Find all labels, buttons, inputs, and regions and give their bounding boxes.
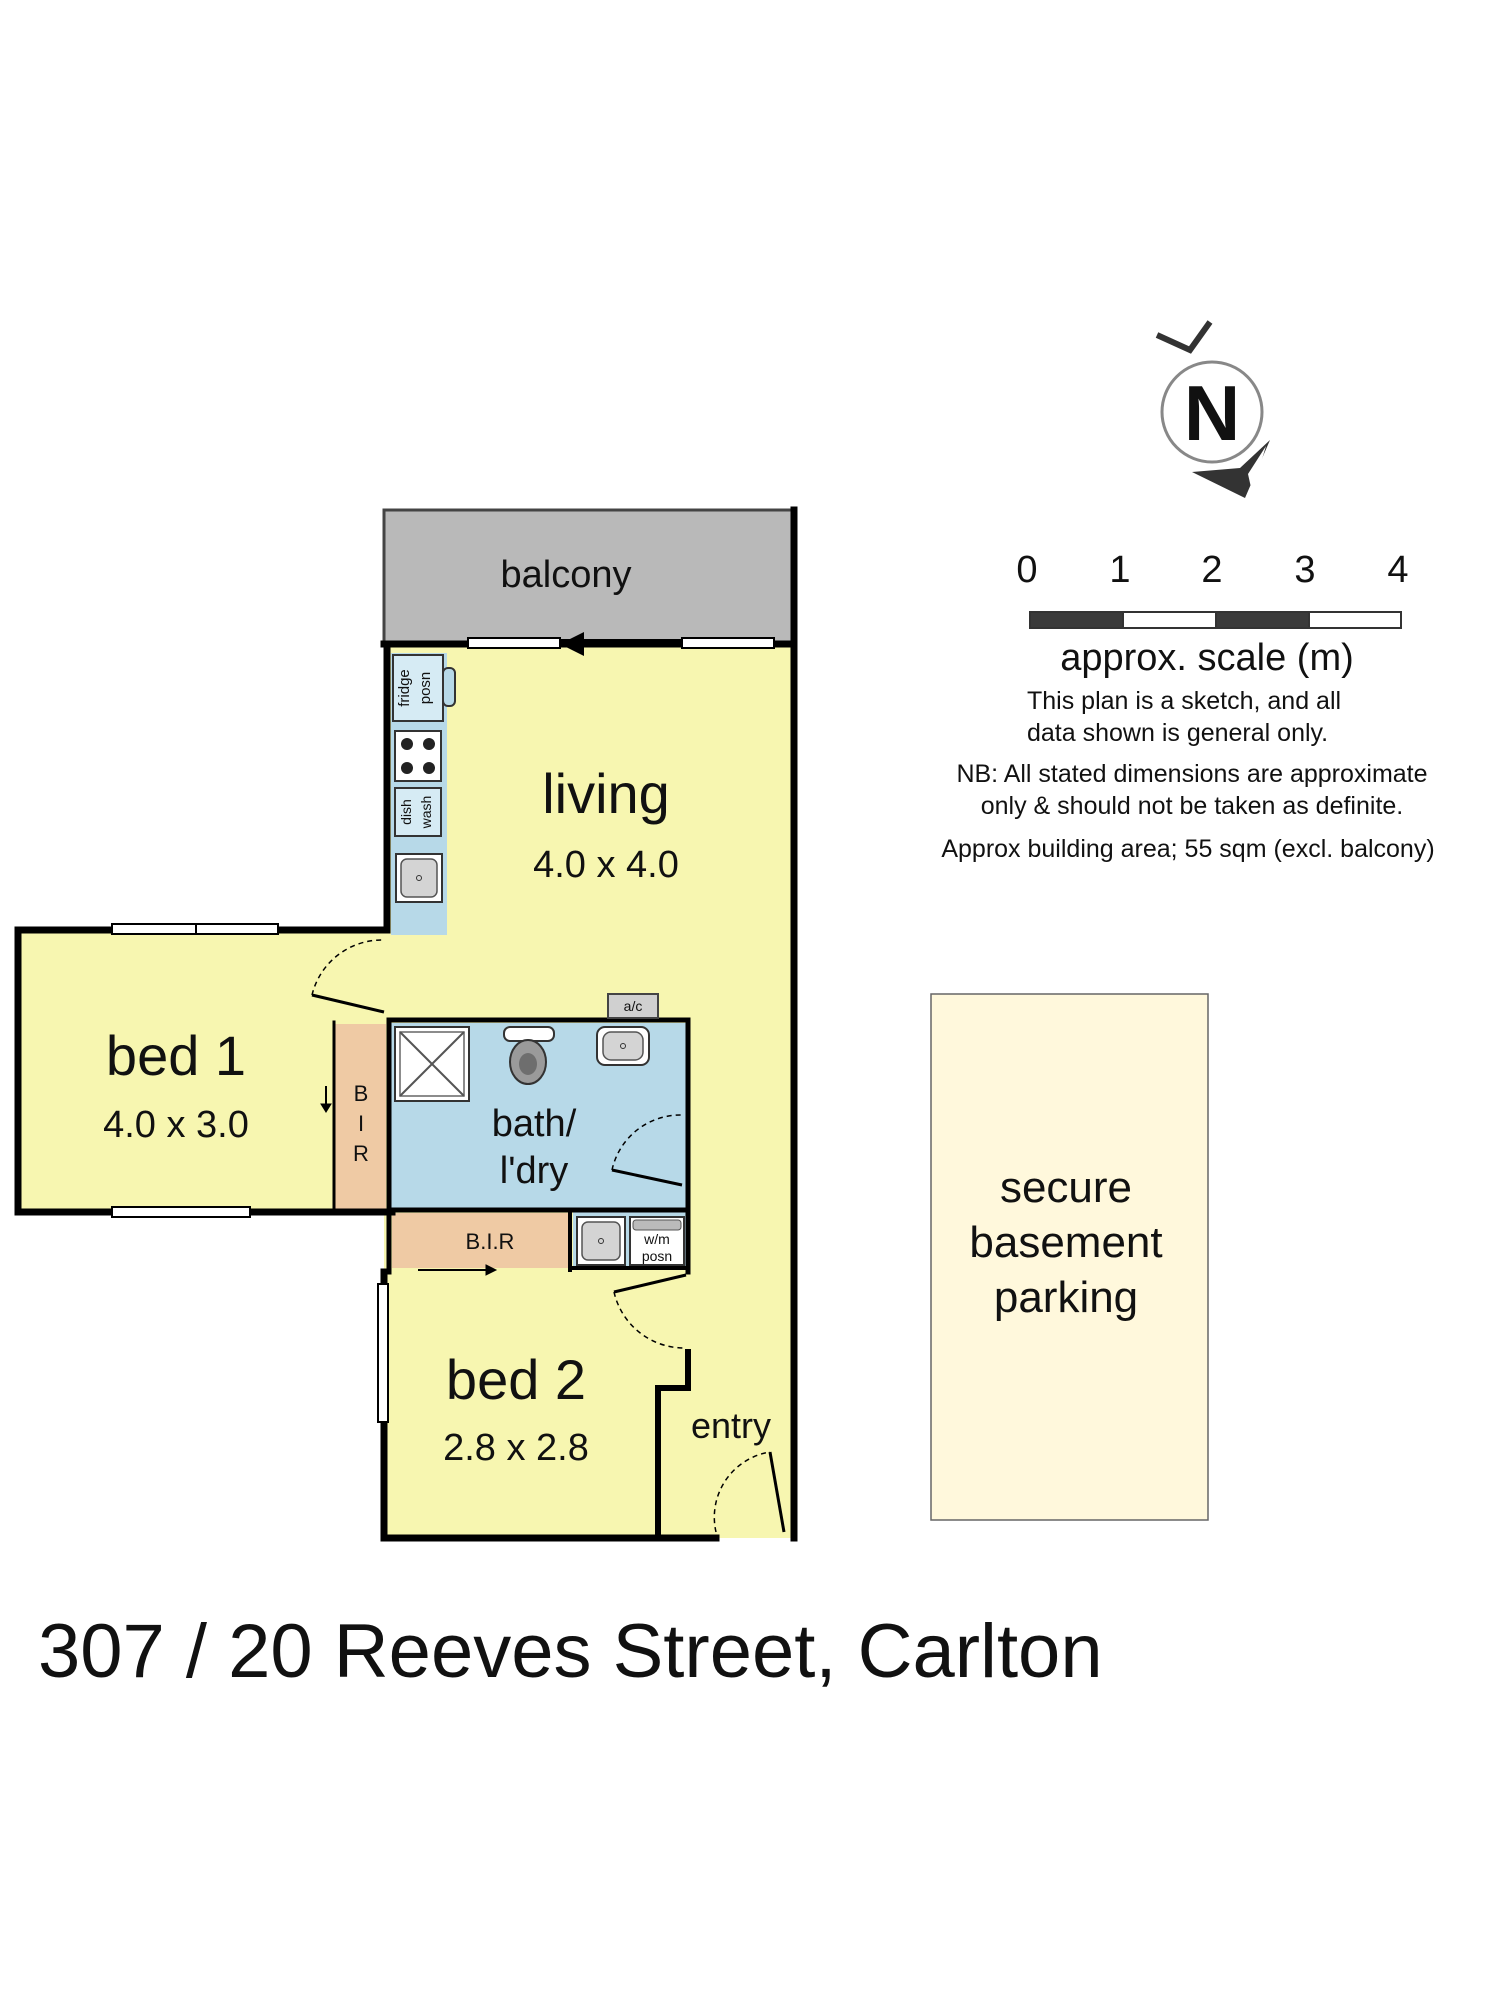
note-line-2: data shown is general only.: [1027, 719, 1328, 747]
bir-bed2-label: B.I.R: [466, 1229, 515, 1254]
parking-area: [930, 993, 1209, 1521]
shower-icon: [394, 1026, 470, 1102]
bath-label-2: l'dry: [500, 1150, 569, 1192]
scale-label: approx. scale (m): [1060, 637, 1354, 679]
scale-tick-3: 3: [1294, 549, 1315, 591]
bir-bed1-area: [334, 1024, 386, 1210]
bed2-label: bed 2: [446, 1348, 586, 1411]
entry-label: entry: [691, 1405, 771, 1446]
toilet-icon: [503, 1026, 555, 1085]
bir-bed2-area: [392, 1213, 570, 1268]
bed1-dims: 4.0 x 3.0: [103, 1104, 249, 1146]
living-dims: 4.0 x 4.0: [533, 844, 679, 886]
bed2-dims: 2.8 x 2.8: [443, 1427, 589, 1469]
building-area-note: Approx building area; 55 sqm (excl. balc…: [941, 835, 1434, 863]
doors: [311, 939, 786, 1533]
north-arrow-icon: N: [1155, 320, 1270, 498]
bed1-area: [18, 930, 390, 1212]
bed2-area: [384, 1270, 658, 1538]
basin-icon: [596, 1026, 650, 1066]
fridge-label-1: fridge: [396, 669, 413, 707]
parking-label-2: basement: [969, 1218, 1162, 1267]
scale-tick-2: 2: [1201, 549, 1222, 591]
compass-letter: N: [1184, 369, 1240, 457]
bathroom-fixtures: a/c w/m posn: [394, 993, 685, 1266]
balcony-label: balcony: [501, 554, 632, 596]
room-labels: balcony living 4.0 x 4.0 bed 1 4.0 x 3.0…: [103, 554, 771, 1469]
cooktop-icon: [394, 730, 442, 782]
bed1-label: bed 1: [106, 1024, 246, 1087]
ac-unit: [607, 993, 659, 1019]
parking-label-3: parking: [994, 1273, 1138, 1322]
living-label: living: [542, 762, 670, 825]
parking-label-1: secure: [1000, 1163, 1132, 1212]
bath-label-1: bath/: [492, 1103, 577, 1145]
sink-icon: [395, 853, 443, 903]
note-line-3: NB: All stated dimensions are approximat…: [956, 760, 1427, 788]
scale-tick-0: 0: [1016, 549, 1037, 591]
dishwasher-label-1: dish: [398, 799, 414, 825]
trough-icon: [576, 1216, 626, 1266]
parking: secure basement parking: [930, 993, 1209, 1521]
fridge-label-2: posn: [417, 672, 434, 705]
note-line-1: This plan is a sketch, and all: [1027, 687, 1341, 715]
wm-label-1: w/m: [643, 1231, 670, 1247]
scale-tick-4: 4: [1387, 549, 1408, 591]
property-address: 307 / 20 Reeves Street, Carlton: [38, 1609, 1103, 1694]
bir-bed1-label-b: B: [354, 1081, 369, 1106]
bir-bed1-label-r: R: [353, 1141, 369, 1166]
scale-tick-1: 1: [1109, 549, 1130, 591]
scale-bar: 0 1 2 3 4 approx. scale (m): [1016, 549, 1408, 679]
bir-bed1-label-i: I: [358, 1111, 364, 1136]
dishwasher: [394, 787, 442, 837]
kitchen-fixtures: fridge posn dish wash: [392, 654, 456, 903]
wm-label-2: posn: [642, 1248, 672, 1264]
ac-label: a/c: [624, 998, 643, 1014]
sliding-door-arrow-icon: [560, 632, 584, 656]
windows: [111, 637, 775, 1423]
balcony-area: [384, 510, 792, 644]
note-line-4: only & should not be taken as definite.: [981, 792, 1404, 820]
dishwasher-label-2: wash: [418, 796, 434, 830]
plan-notes: This plan is a sketch, and all data show…: [941, 687, 1434, 863]
